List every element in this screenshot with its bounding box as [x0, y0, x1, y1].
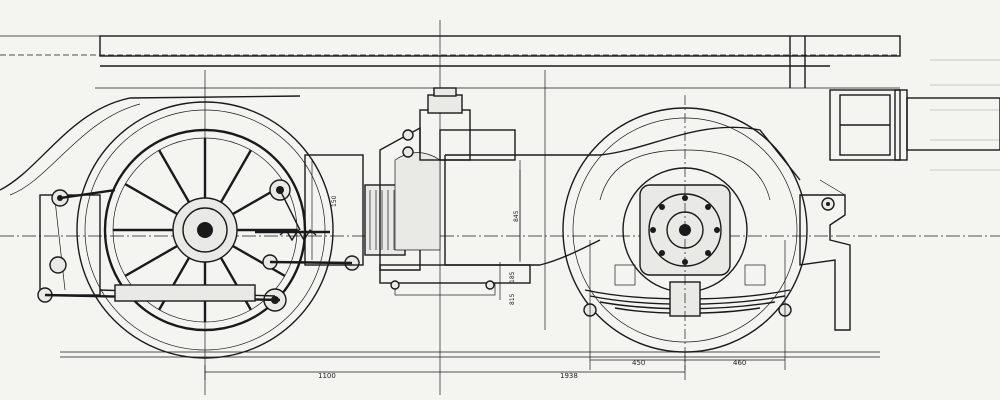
left-hood	[0, 95, 301, 191]
dim-label-v150: 150	[331, 195, 338, 207]
upper-frame	[99, 35, 1000, 161]
gearbox-housing	[304, 87, 531, 296]
left-linkage	[37, 179, 360, 312]
centre-marks	[589, 95, 786, 370]
dim-label-1100: 1100	[318, 372, 336, 380]
dim-label-460: 460	[733, 359, 746, 367]
left-hood-inner	[9, 103, 141, 196]
dim-label-450: 450	[632, 359, 645, 367]
frame-beam	[444, 126, 801, 266]
dim-label-v185: 185	[509, 271, 516, 283]
left-spoked-wheel	[76, 101, 334, 359]
dimension-lines	[204, 170, 785, 380]
right-end-bracket	[799, 179, 851, 331]
dim-label-v815: 815	[509, 293, 516, 305]
dim-label-1938: 1938	[560, 372, 578, 380]
dim-label-v845: 845	[513, 210, 520, 222]
construction-lines	[0, 20, 1000, 395]
ghost-text-right	[930, 59, 1000, 171]
